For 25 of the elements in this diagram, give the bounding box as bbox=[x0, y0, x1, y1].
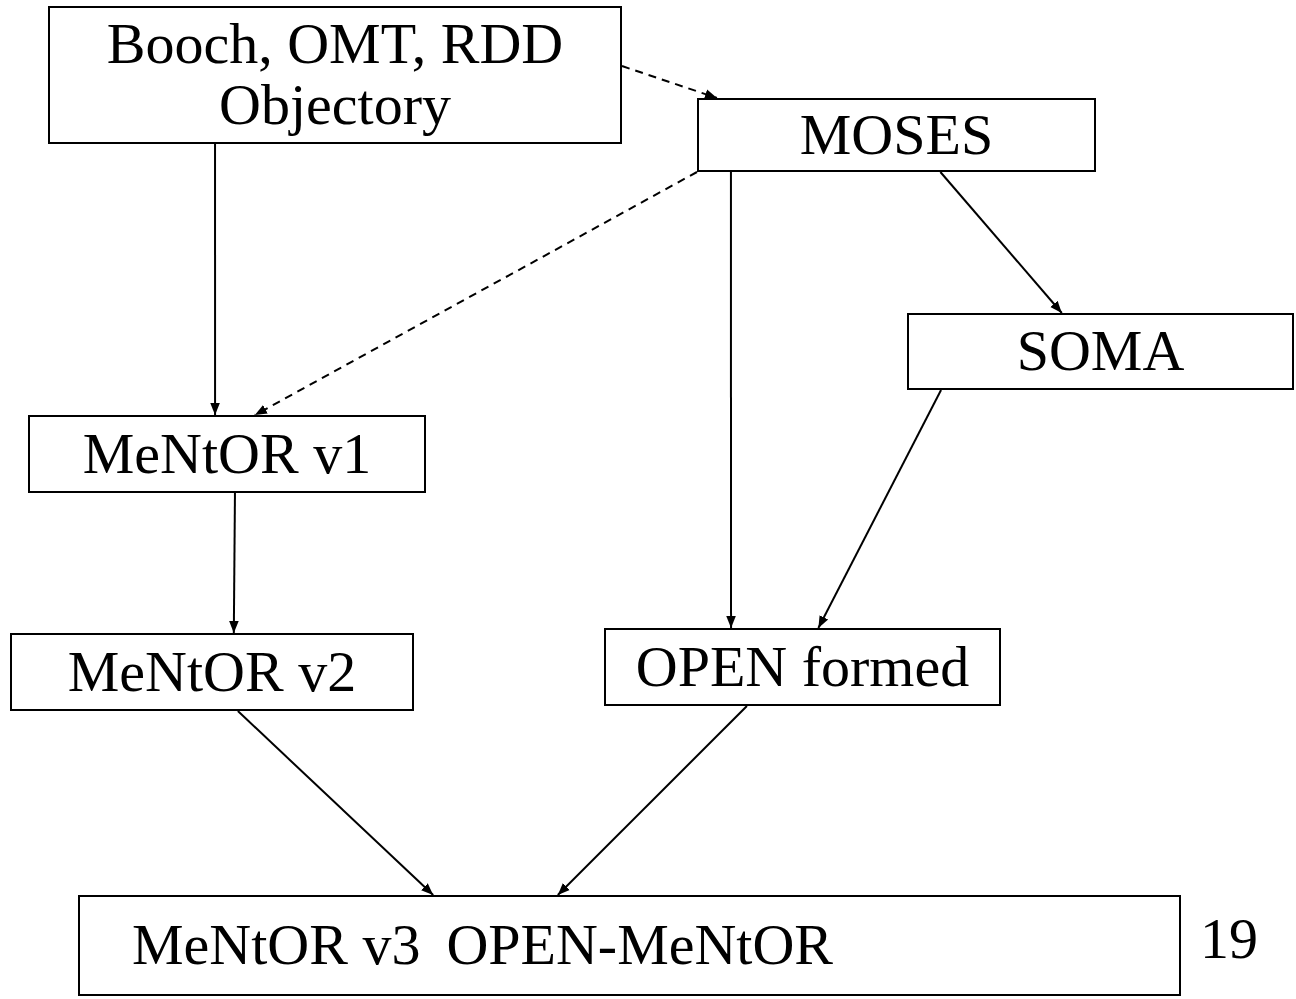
node-label: SOMA bbox=[1016, 321, 1185, 382]
page-number: 19 bbox=[1200, 905, 1258, 972]
process-box bbox=[48, 6, 622, 144]
arrow bbox=[556, 705, 748, 896]
process-box bbox=[697, 98, 1096, 172]
process-box bbox=[604, 628, 1001, 706]
arrow bbox=[939, 171, 1063, 314]
process-box bbox=[10, 633, 414, 711]
process-box bbox=[907, 313, 1294, 390]
process-box bbox=[78, 895, 1181, 996]
node-label: OPEN formed bbox=[635, 636, 970, 698]
node-label: MeNtOR v3 bbox=[132, 915, 421, 976]
arrow bbox=[621, 65, 718, 99]
node-label: MeNtOR v1 bbox=[82, 423, 372, 485]
arrow bbox=[817, 389, 943, 629]
node-label: MeNtOR v2 bbox=[67, 641, 357, 703]
arrow bbox=[726, 171, 736, 629]
node-label: Booch, OMT, RDD Objectory bbox=[105, 14, 565, 136]
arrow bbox=[210, 143, 220, 416]
arrow bbox=[229, 492, 239, 634]
arrow bbox=[236, 710, 435, 896]
node-label: MOSES bbox=[799, 104, 994, 166]
node-label: OPEN-MeNtOR bbox=[446, 915, 834, 976]
process-box bbox=[28, 415, 426, 493]
arrow bbox=[253, 171, 698, 416]
